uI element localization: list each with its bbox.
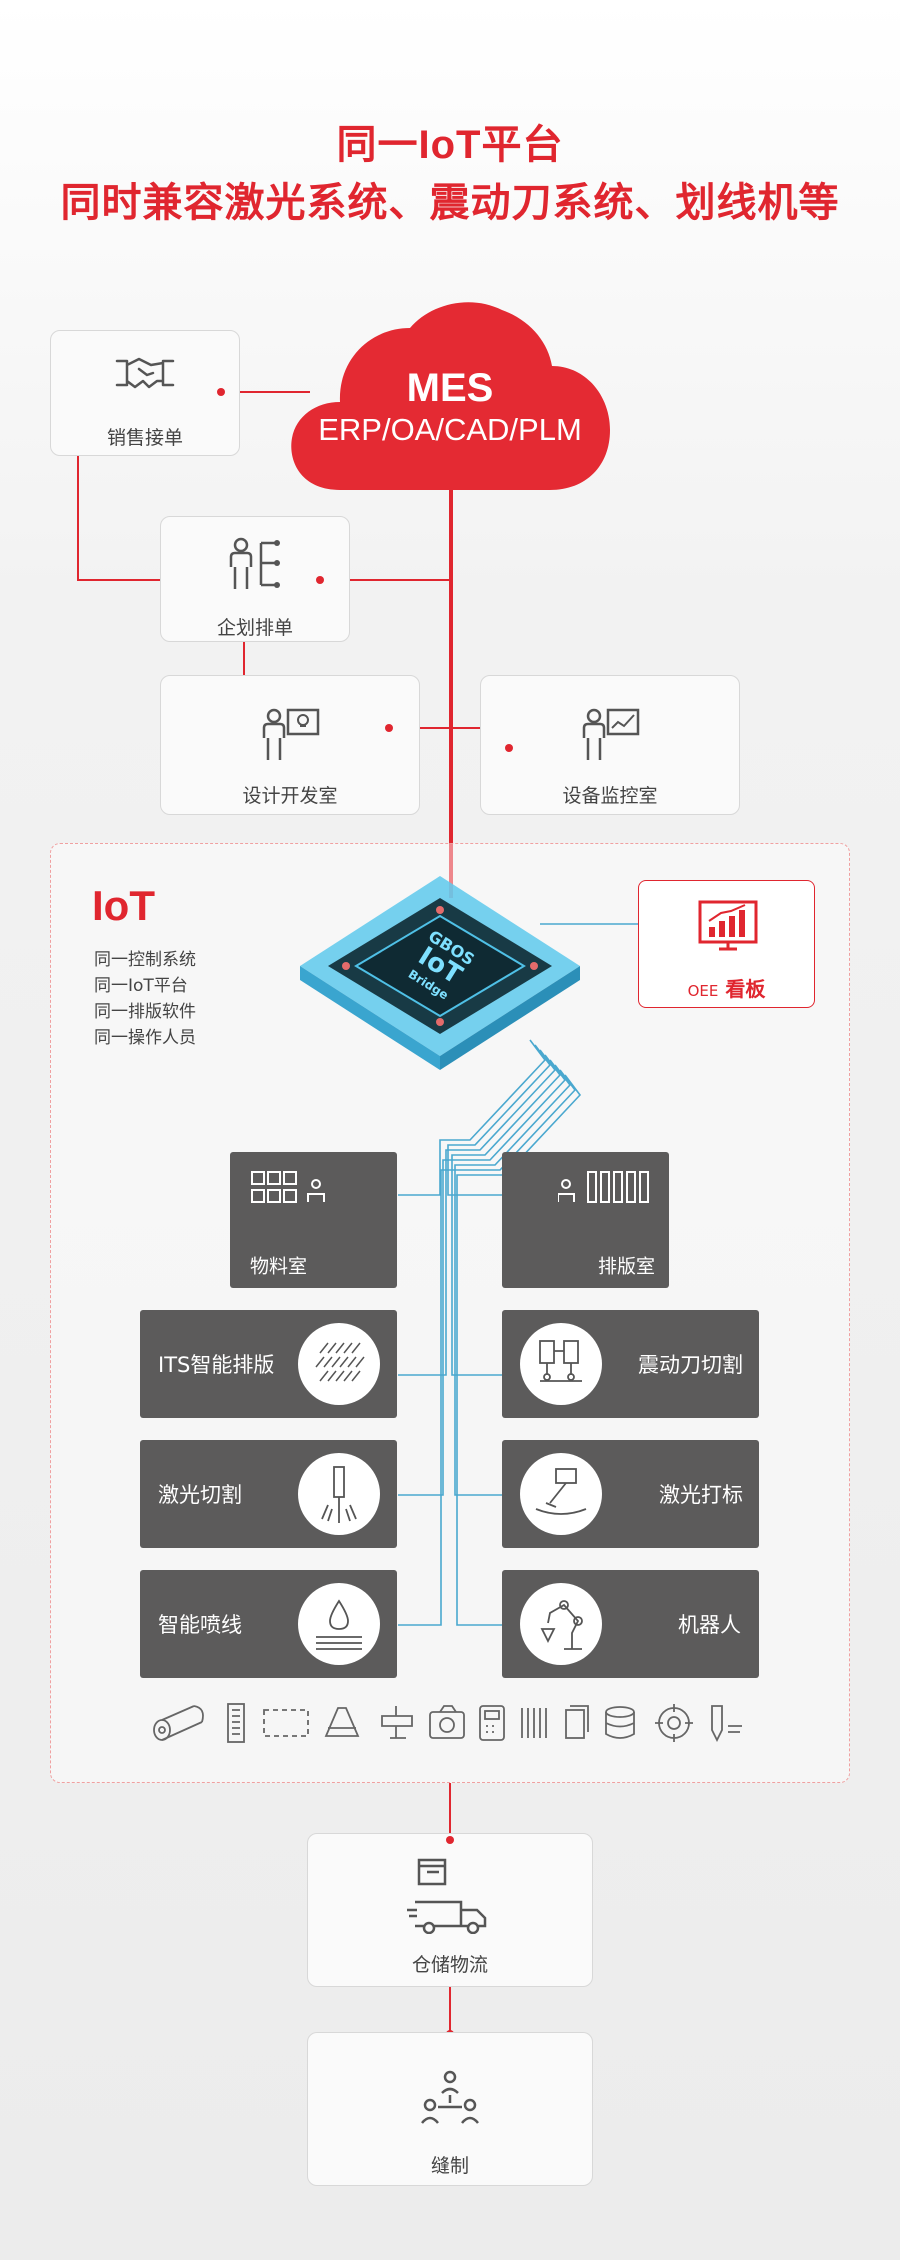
oee-board[interactable]: OEE 看板 [638, 880, 815, 1008]
chart-board-icon [698, 900, 758, 951]
calculator-icon [479, 1705, 505, 1741]
lamp-icon [324, 1707, 360, 1737]
storage-grid-icon [251, 1171, 325, 1203]
connector-planning-trunk [320, 579, 450, 581]
robot-label: 机器人 [678, 1613, 741, 1637]
documents-icon [565, 1705, 589, 1739]
planning-dot [316, 576, 324, 584]
nesting-room-label: 排版室 [597, 1255, 655, 1278]
planning-person-icon [229, 537, 280, 589]
connector-planning-design [243, 642, 245, 676]
iot-title: IoT [92, 882, 155, 929]
hatch-pattern-icon [315, 1342, 365, 1382]
cloud-subtitle: ERP/OA/CAD/PLM [318, 412, 582, 447]
planning-label: 企划排单 [216, 617, 293, 639]
laser-beam-icon [321, 1466, 357, 1523]
target-icon [655, 1704, 693, 1742]
oee-label-text: 看板 [725, 977, 766, 1001]
dashed-frame-icon [263, 1709, 309, 1737]
pen-icon [711, 1705, 742, 1743]
iot-chip: GBOS IoT Bridge [300, 876, 580, 1070]
laser-mark-circle [520, 1453, 602, 1535]
mes-cloud [291, 302, 610, 490]
laser-cut-circle [298, 1453, 380, 1535]
iot-feature-1: 同一控制系统 [94, 950, 196, 970]
card-robot[interactable]: 机器人 [502, 1570, 759, 1678]
laser-cut-label: 激光切割 [158, 1483, 242, 1507]
sewing-label: 缝制 [430, 2155, 469, 2177]
logistics-top-dot [446, 1836, 454, 1844]
design-label: 设计开发室 [242, 785, 338, 807]
panel-icon [227, 1703, 245, 1743]
main-trunk-line [449, 485, 453, 898]
card-logistics[interactable]: 仓储物流 [307, 1833, 593, 1987]
monitoring-label: 设备监控室 [562, 785, 658, 807]
connector-sales-planning [77, 579, 160, 581]
logistics-label: 仓储物流 [411, 1954, 488, 1976]
card-design[interactable]: 设计开发室 [160, 675, 420, 815]
vibration-knife-circle [520, 1323, 602, 1405]
monitoring-dot [505, 744, 513, 752]
tool-icon [381, 1706, 413, 1739]
monitor-person-icon [582, 708, 640, 760]
robot-circle [520, 1583, 602, 1665]
card-sewing[interactable]: 缝制 [307, 2032, 593, 2186]
camera-icon [429, 1705, 465, 1739]
laser-marker-icon [535, 1468, 587, 1515]
card-monitoring[interactable]: 设备监控室 [480, 675, 740, 815]
connector-logistics-sewing [449, 1985, 451, 2035]
ink-drop-icon [316, 1599, 362, 1650]
sales-dot [217, 388, 225, 396]
card-spray-line[interactable]: 智能喷线 [140, 1570, 397, 1678]
vibration-knife-label: 震动刀切割 [638, 1353, 743, 1377]
iot-feature-4: 同一操作人员 [94, 1028, 196, 1048]
card-vibration-knife[interactable]: 震动刀切割 [502, 1310, 759, 1418]
spray-line-label: 智能喷线 [158, 1613, 242, 1637]
team-network-icon [421, 2070, 479, 2124]
oee-label: OEE 看板 [639, 973, 814, 1002]
connector-sales-cloud [220, 391, 310, 393]
iot-feature-2: 同一IoT平台 [94, 976, 188, 996]
roll-icon [153, 1705, 204, 1741]
cloud-title: MES [406, 366, 494, 410]
header-line2: 同时兼容激光系统、震动刀系统、划线机等 [60, 181, 840, 225]
handshake-icon [115, 357, 175, 389]
card-laser-cut[interactable]: 激光切割 [140, 1440, 397, 1548]
header-line1: 同一IoT平台 [336, 123, 564, 167]
card-nesting-room[interactable]: 排版室 [502, 1152, 669, 1288]
card-laser-mark[interactable]: 激光打标 [502, 1440, 759, 1548]
connector-sales-left [77, 455, 79, 580]
card-material-room[interactable]: 物料室 [230, 1152, 397, 1288]
device-icon-row [153, 1703, 742, 1743]
cutting-head-icon [539, 1340, 582, 1382]
nesting-shelf-icon [558, 1171, 649, 1203]
material-room-label: 物料室 [250, 1255, 308, 1278]
design-dot [385, 724, 393, 732]
spray-line-circle [298, 1583, 380, 1665]
delivery-truck-icon [407, 1858, 487, 1934]
card-its-nesting[interactable]: ITS智能排版 [140, 1310, 397, 1418]
its-circle [298, 1323, 380, 1405]
design-person-icon [262, 708, 320, 760]
oee-prefix: OEE [687, 982, 719, 1000]
sales-label: 销售接单 [106, 427, 183, 449]
robot-arm-icon [540, 1600, 583, 1650]
its-label: ITS智能排版 [158, 1353, 275, 1377]
database-icon [605, 1706, 635, 1739]
iot-feature-3: 同一排版软件 [94, 1002, 196, 1022]
card-sales[interactable]: 销售接单 [50, 330, 240, 456]
laser-mark-label: 激光打标 [659, 1483, 743, 1507]
connector-iot-logistics [449, 1783, 451, 1840]
barcode-icon [521, 1708, 547, 1738]
